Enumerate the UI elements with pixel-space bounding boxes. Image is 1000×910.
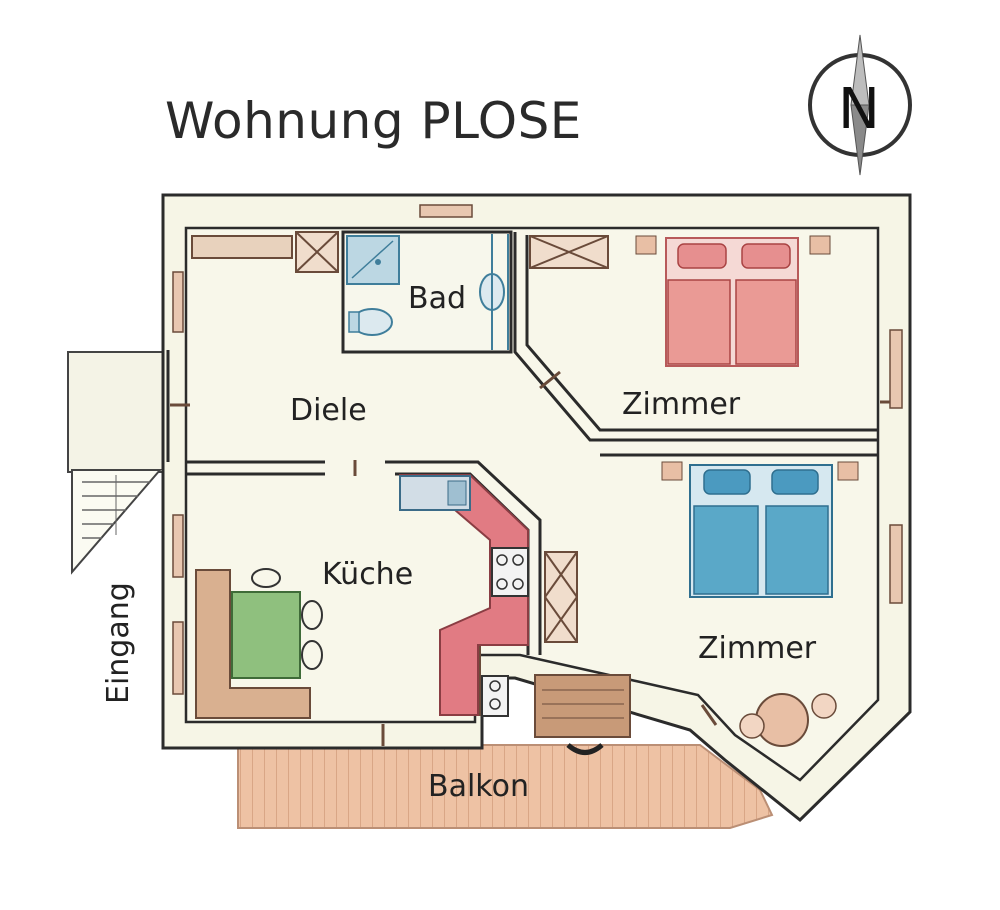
- dining-table: [195, 568, 323, 719]
- plan-title: Wohnung PLOSE: [165, 92, 582, 150]
- label-diele: Diele: [290, 393, 367, 428]
- interior-walls: [166, 232, 878, 655]
- stove-icon: [491, 547, 529, 597]
- label-zimmer-south: Zimmer: [698, 631, 817, 666]
- label-eingang: Eingang: [101, 582, 136, 704]
- windows: [172, 204, 903, 695]
- compass-letter: N: [838, 77, 880, 142]
- entrance-stairs: [67, 351, 169, 575]
- balcony-floor: [237, 744, 774, 829]
- round-table: [739, 693, 837, 747]
- label-zimmer-north: Zimmer: [622, 387, 741, 422]
- balcony-furniture: [534, 674, 631, 755]
- kitchen-counter: [399, 474, 529, 717]
- compass-north-icon: N: [808, 34, 912, 176]
- double-bed-north: [635, 235, 831, 367]
- double-bed-south: [661, 461, 859, 598]
- label-kueche: Küche: [322, 557, 413, 592]
- label-bad: Bad: [408, 281, 466, 316]
- label-balkon: Balkon: [428, 769, 529, 804]
- bathroom: [341, 230, 513, 354]
